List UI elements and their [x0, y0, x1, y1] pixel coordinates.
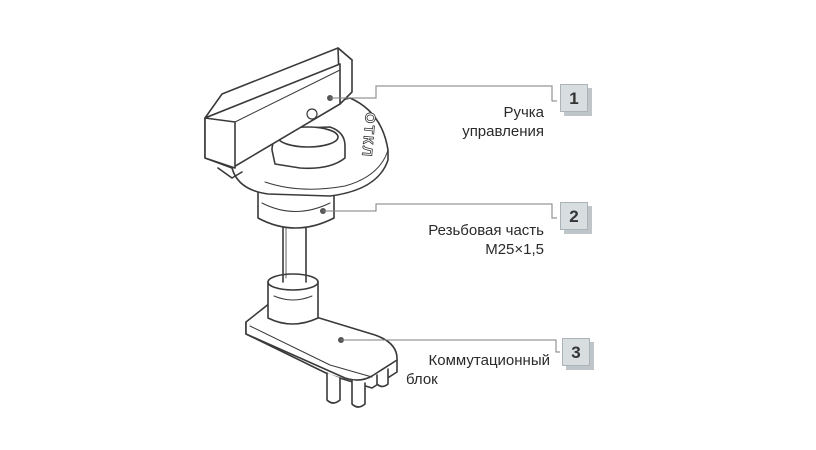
leader-lines [323, 85, 560, 353]
leader-line-2 [323, 203, 557, 219]
dial-marking: ОТКЛ [359, 112, 379, 159]
callout-3-line2: блок [406, 371, 438, 388]
callout-badge-3: 3 [562, 338, 590, 366]
callout-label-2: Резьбовая часть M25×1,5 [400, 221, 544, 259]
callout-2-line2: M25×1,5 [485, 241, 544, 258]
callout-3-line1: Коммутационный [428, 352, 550, 369]
control-handle [204, 47, 353, 179]
coupling-cylinder [267, 273, 319, 325]
callout-badge-2: 2 [560, 202, 588, 230]
callout-2-line1: Резьбовая часть [428, 222, 544, 239]
callout-label-1: Ручка управления [440, 103, 544, 141]
callout-label-3: Коммутационный блок [400, 351, 550, 389]
callout-1-line1: Ручка [503, 104, 544, 121]
threaded-bushing [257, 185, 335, 229]
leader-line-1 [330, 85, 557, 102]
callout-badge-1: 1 [560, 84, 588, 112]
leader-line-3 [341, 339, 560, 353]
threaded-shaft [282, 217, 307, 283]
callout-1-line2: управления [462, 123, 544, 140]
